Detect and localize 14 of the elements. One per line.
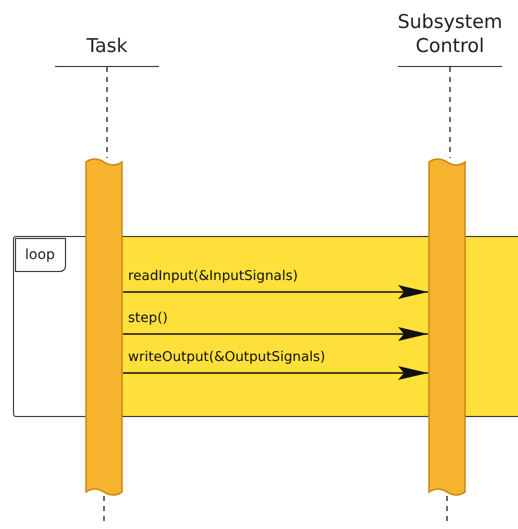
edge-label: step() — [128, 310, 168, 326]
edge-label: writeOutput(&OutputSignals) — [128, 349, 326, 365]
loop-label: loop — [25, 247, 55, 263]
message-arrow — [123, 285, 428, 299]
participant-name: Task — [86, 34, 128, 58]
loop-tab — [15, 238, 66, 272]
activation-bar — [85, 158, 123, 496]
participant-name: Subsystem Control — [398, 10, 502, 58]
message-arrow — [123, 327, 428, 341]
lifeline — [449, 67, 451, 158]
edge-label: readInput(&InputSignals) — [128, 268, 298, 284]
lifeline — [106, 67, 108, 158]
activation-bar — [428, 158, 466, 496]
message-arrow — [123, 366, 428, 380]
